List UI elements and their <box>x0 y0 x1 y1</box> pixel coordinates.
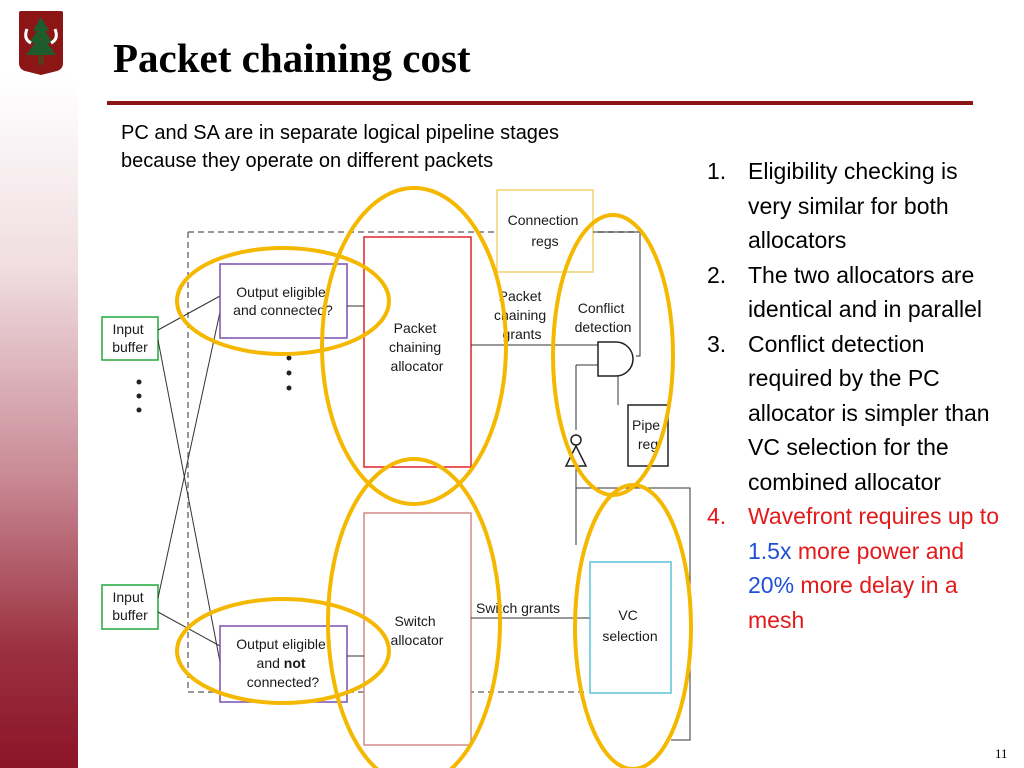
page-number: 11 <box>995 746 1008 761</box>
findings-list: 1.Eligibility checking is very similar f… <box>707 154 1007 637</box>
input-buffer-bottom <box>101 584 159 630</box>
highlight-ellipse-eligibility-bottom <box>175 597 391 705</box>
sidebar-gradient <box>0 0 78 768</box>
list-item: 2.The two allocators are identical and i… <box>707 261 982 323</box>
input-buffer-top <box>101 316 159 361</box>
output-eligible-not-connected-box <box>219 625 348 703</box>
highlight-ellipse-vc-selection <box>573 483 693 768</box>
vc-selection-label: VC selection <box>602 607 657 644</box>
slide-title: Packet chaining cost <box>113 35 471 81</box>
stanford-logo <box>19 11 63 75</box>
list-item: 1.Eligibility checking is very similar f… <box>707 158 958 253</box>
eligibility-ellipsis-dots <box>286 355 292 391</box>
packet-chaining-grants-label: Packet chaining grants <box>494 288 550 342</box>
switch-grants-label: Switch grants <box>476 600 560 616</box>
list-item-highlighted: 4.Wavefront requires up to 1.5x more pow… <box>707 503 999 633</box>
input-buffer-bottom-label: Input buffer <box>112 589 148 623</box>
highlight-ellipse-pc-allocator <box>320 186 508 506</box>
output-eligible-not-connected-label: Output eligible and not connected? <box>236 636 329 690</box>
output-eligible-connected-box <box>219 263 348 339</box>
conflict-detection-label: Conflict detection <box>575 300 632 335</box>
subtitle: PC and SA are in separate logical pipeli… <box>121 119 701 175</box>
list-item: 3.Conflict detection required by the PC … <box>707 330 990 495</box>
packet-chaining-allocator-label: Packet chaining allocator <box>389 320 445 374</box>
highlight-ellipses <box>175 186 693 768</box>
packet-chaining-allocator-box <box>363 236 472 468</box>
connection-regs-box <box>496 189 594 273</box>
allocator-input-wires <box>347 305 364 657</box>
vc-selection-box <box>589 561 672 694</box>
switch-allocator-box <box>363 512 472 746</box>
pipe-reg-label: Pipe reg <box>632 417 664 452</box>
highlight-ellipse-eligibility-top <box>175 246 391 356</box>
connection-regs-label: Connection regs <box>508 212 583 249</box>
subtitle-line-2: because they operate on different packet… <box>121 150 494 172</box>
title-divider <box>107 101 973 105</box>
buffer-ellipsis-dots <box>136 379 142 413</box>
switch-allocator-label: Switch allocator <box>391 613 444 648</box>
input-buffer-top-label: Input buffer <box>112 321 148 355</box>
output-eligible-connected-label: Output eligible and connected? <box>233 284 333 318</box>
and-gate-icon <box>597 341 634 377</box>
subtitle-line-1: PC and SA are in separate logical pipeli… <box>121 122 560 144</box>
crossbar-wires <box>157 295 221 663</box>
highlight-ellipse-switch-allocator <box>326 457 502 768</box>
